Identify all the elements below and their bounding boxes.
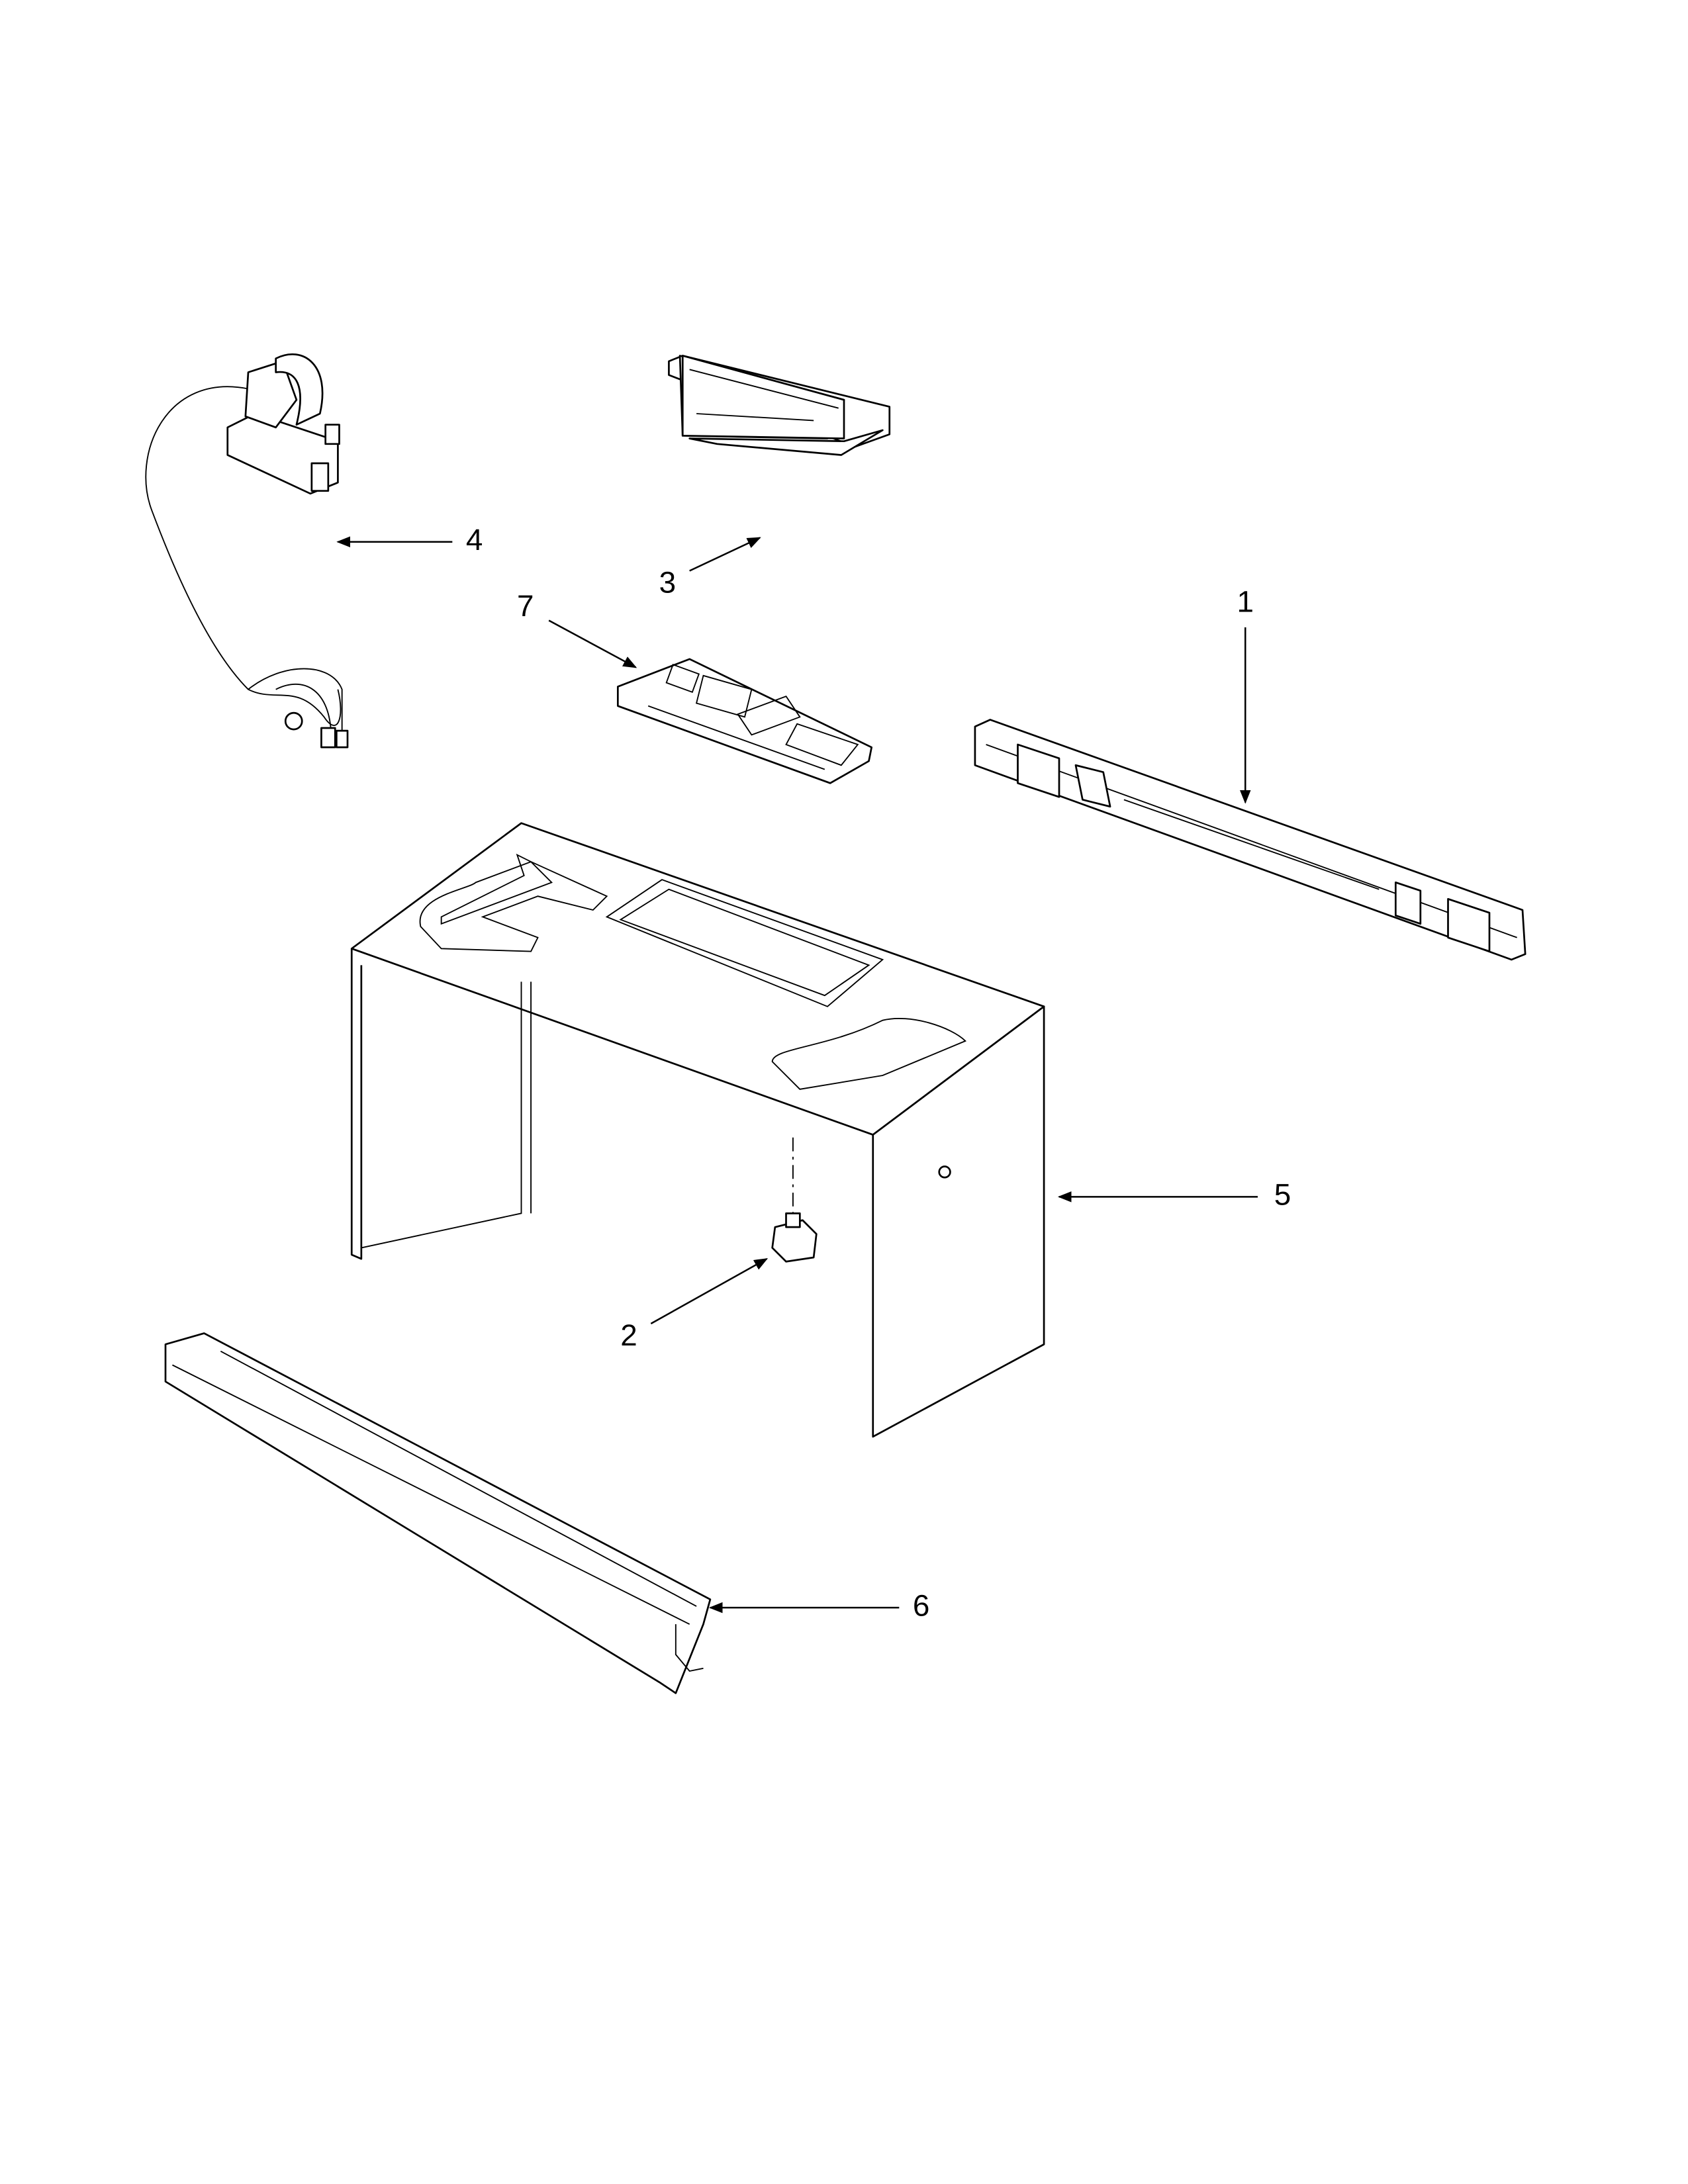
- callout-label-5: 5: [1274, 1177, 1291, 1211]
- power-cord-part: [145, 353, 349, 749]
- callout-4: 4: [336, 523, 483, 557]
- bracket-plate-part: [616, 658, 873, 784]
- callout-label-7: 7: [517, 589, 534, 623]
- callout-label-1: 1: [1237, 585, 1254, 619]
- callout-7: 7: [517, 589, 637, 668]
- cabinet-wrapper-part: [350, 822, 1045, 1438]
- switch-part: [771, 1212, 818, 1263]
- callout-3: 3: [659, 537, 761, 599]
- callout-label-2: 2: [620, 1318, 637, 1352]
- mounting-rail-part: [974, 719, 1526, 961]
- callout-label-3: 3: [659, 565, 676, 599]
- callout-label-6: 6: [913, 1588, 930, 1622]
- damper-duct-part: [668, 355, 891, 456]
- callout-5: 5: [1057, 1177, 1291, 1211]
- callout-2: 2: [620, 1257, 769, 1352]
- front-trim-part: [164, 1332, 712, 1694]
- callout-6: 6: [708, 1588, 930, 1622]
- callout-1: 1: [1237, 585, 1254, 804]
- callout-label-4: 4: [466, 523, 483, 557]
